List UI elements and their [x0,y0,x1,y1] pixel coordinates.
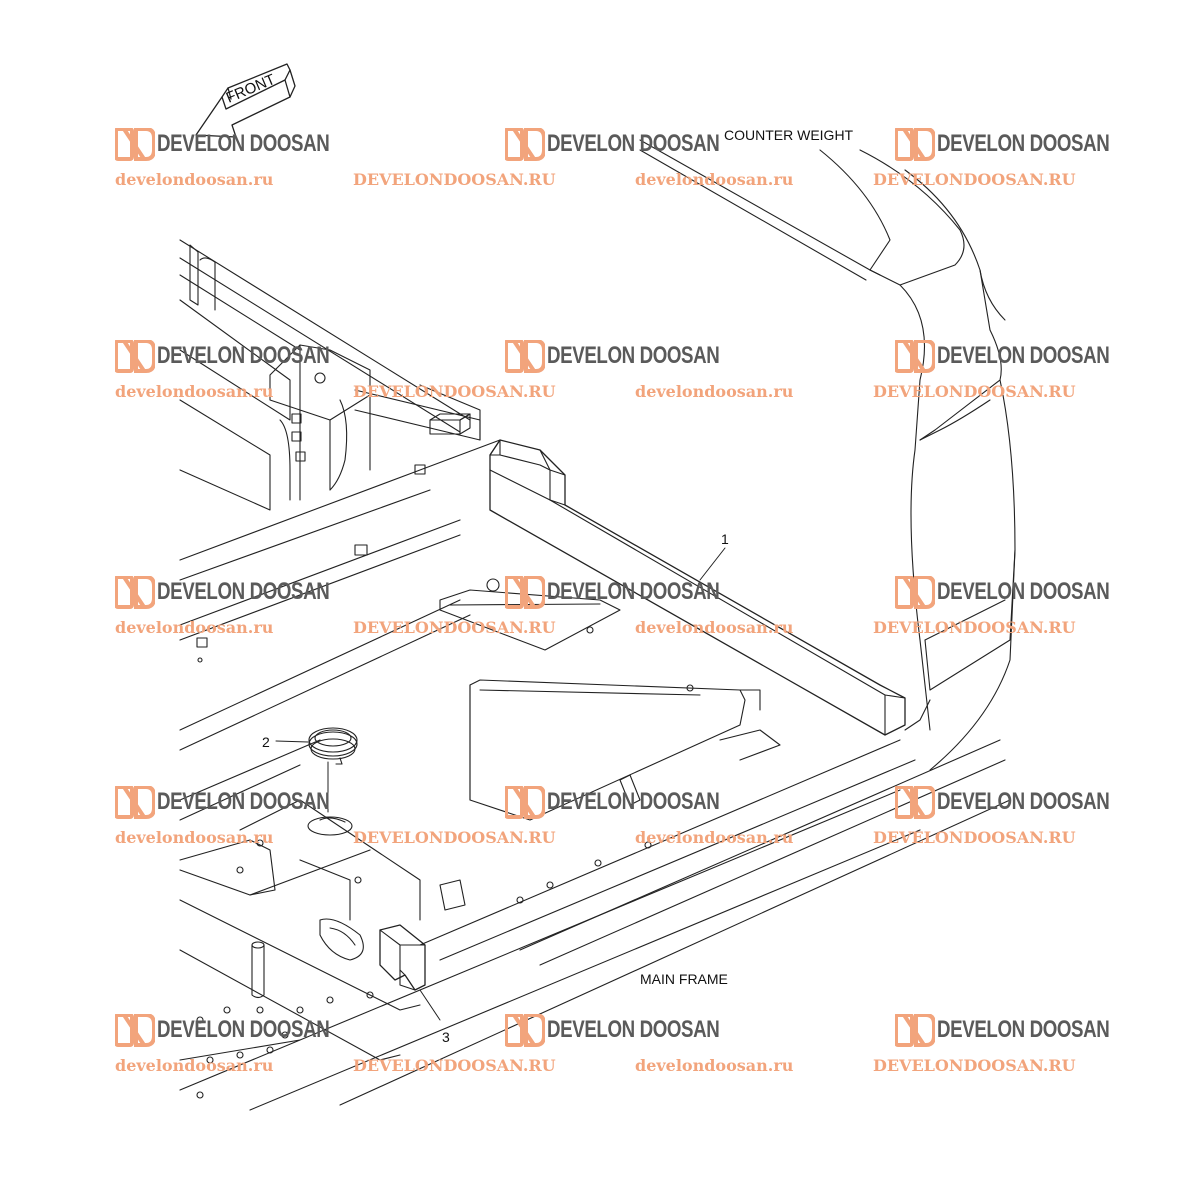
callout-3: 3 [442,1029,450,1045]
watermark: DEVELON DOOSAN DEVELONDOOSAN.RU [873,576,1110,646]
main-frame [179,578,1011,1111]
leader-lines [275,547,726,1021]
watermark-url: DEVELONDOOSAN.RU [353,1056,556,1075]
part-1-guard [489,439,906,736]
watermark-brand: DEVELON DOOSAN [547,130,720,157]
part-2-grommet [308,727,358,813]
watermark-brand: DEVELON DOOSAN [937,342,1110,369]
watermark: DEVELON DOOSAN DEVELONDOOSAN.RU develondoo… [353,1014,793,1084]
callout-1: 1 [721,531,729,547]
watermark-brand: DEVELON DOOSAN [937,1016,1110,1043]
watermark-brand: DEVELON DOOSAN [937,130,1110,157]
watermark: DEVELON DOOSAN develondoosan.ru [115,128,330,198]
develon-logo-icon [115,576,155,609]
develon-logo-icon [505,340,545,373]
develon-logo-icon [115,340,155,373]
front-arrow [195,63,296,138]
watermark-url: DEVELONDOOSAN.RU [873,828,1076,847]
develon-logo-icon [115,128,155,161]
watermark-brand: DEVELON DOOSAN [547,788,720,815]
watermark-url: develondoosan.ru [635,170,794,189]
develon-logo-icon [505,786,545,819]
watermark-url: DEVELONDOOSAN.RU [353,618,556,637]
develon-logo-icon [895,128,935,161]
watermark: DEVELON DOOSAN DEVELONDOOSAN.RU [873,786,1110,856]
part-3-block [379,924,426,991]
watermark-url: develondoosan.ru [635,618,794,637]
watermark-url: develondoosan.ru [635,1056,794,1075]
watermark-brand: DEVELON DOOSAN [937,788,1110,815]
watermark-url: DEVELONDOOSAN.RU [873,170,1076,189]
develon-logo-icon [895,576,935,609]
watermark-brand: DEVELON DOOSAN [157,788,330,815]
watermark: DEVELON DOOSAN develondoosan.ru [115,576,330,646]
watermark-url: develondoosan.ru [115,828,274,847]
watermark: DEVELON DOOSAN DEVELONDOOSAN.RU develondoo… [353,576,793,646]
watermark-brand: DEVELON DOOSAN [157,578,330,605]
watermark-url: develondoosan.ru [115,1056,274,1075]
watermark-url: DEVELONDOOSAN.RU [873,382,1076,401]
watermark: DEVELON DOOSAN develondoosan.ru [115,340,330,410]
watermark-url: DEVELONDOOSAN.RU [353,170,556,189]
develon-logo-icon [505,128,545,161]
watermark-brand: DEVELON DOOSAN [937,578,1110,605]
develon-logo-icon [505,576,545,609]
watermark-brand: DEVELON DOOSAN [547,1016,720,1043]
main-frame-label: MAIN FRAME [640,971,728,987]
develon-logo-icon [115,786,155,819]
watermark-brand: DEVELON DOOSAN [157,130,330,157]
watermark-url: develondoosan.ru [115,382,274,401]
watermark-url: develondoosan.ru [115,618,274,637]
watermark-brand: DEVELON DOOSAN [157,342,330,369]
upper-machinery [179,239,501,648]
counter-weight-label: COUNTER WEIGHT [724,127,854,143]
watermark-url: develondoosan.ru [115,170,274,189]
callout-2: 2 [262,734,270,750]
watermark-brand: DEVELON DOOSAN [547,578,720,605]
watermark: DEVELON DOOSAN DEVELONDOOSAN.RU [873,1014,1110,1084]
watermark-brand: DEVELON DOOSAN [547,342,720,369]
watermark-url: DEVELONDOOSAN.RU [873,1056,1076,1075]
watermark-url: develondoosan.ru [635,382,794,401]
develon-logo-icon [115,1014,155,1047]
develon-logo-icon [895,1014,935,1047]
develon-logo-icon [895,786,935,819]
watermark-url: DEVELONDOOSAN.RU [873,618,1076,637]
develon-logo-icon [505,1014,545,1047]
watermark-url: DEVELONDOOSAN.RU [353,828,556,847]
counter-weight [639,139,1016,771]
watermark: DEVELON DOOSAN DEVELONDOOSAN.RU [873,340,1110,410]
watermark-url: DEVELONDOOSAN.RU [353,382,556,401]
watermark: DEVELON DOOSAN DEVELONDOOSAN.RU develondoo… [353,340,793,410]
develon-logo-icon [895,340,935,373]
watermark: DEVELON DOOSAN DEVELONDOOSAN.RU develondoo… [353,786,793,856]
watermark: DEVELON DOOSAN develondoosan.ru [115,1014,330,1084]
watermark: DEVELON DOOSAN DEVELONDOOSAN.RU [873,128,1110,198]
watermark-url: develondoosan.ru [635,828,794,847]
watermark: DEVELON DOOSAN DEVELONDOOSAN.RU develondoo… [353,128,793,198]
watermark-brand: DEVELON DOOSAN [157,1016,330,1043]
watermark: DEVELON DOOSAN develondoosan.ru [115,786,330,856]
